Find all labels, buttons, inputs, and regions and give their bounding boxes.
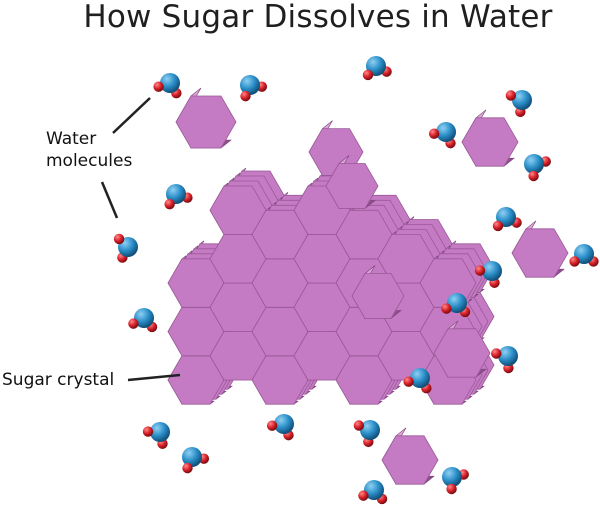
dissolved-sugar-molecule xyxy=(175,87,237,149)
hydrogen-atom xyxy=(491,348,502,359)
sugar-crystal-cell xyxy=(167,255,225,308)
hydrogen-atom xyxy=(142,426,154,437)
sugar-crystal-cell xyxy=(335,352,393,405)
water-molecule xyxy=(164,184,193,210)
label-leader-lines xyxy=(100,97,181,382)
water-molecule xyxy=(492,207,522,232)
hydrogen-atom xyxy=(569,256,580,267)
hydrogen-atom xyxy=(474,265,486,276)
hydrogen-atom xyxy=(153,81,164,92)
water-molecule xyxy=(524,154,551,182)
hydrogen-atom xyxy=(362,69,374,81)
hydrogen-atom xyxy=(358,490,369,501)
hydrogen-atom xyxy=(266,420,278,431)
water-molecule xyxy=(353,420,380,448)
hydrogen-atom xyxy=(492,220,504,232)
water-molecule xyxy=(441,293,471,318)
water-molecule xyxy=(474,261,502,288)
dissolved-sugar-molecule xyxy=(461,109,519,167)
oxygen-atom xyxy=(498,346,518,366)
hydrogen-atom xyxy=(113,233,125,245)
sugar-front-face xyxy=(511,228,569,278)
water-molecules-label: Water molecules xyxy=(46,128,132,172)
hydrogen-atom xyxy=(446,483,457,495)
oxygen-atom xyxy=(410,368,430,388)
sugar-front-face xyxy=(325,163,379,209)
oxygen-atom xyxy=(360,420,380,440)
water-molecule xyxy=(358,480,388,505)
oxygen-atom xyxy=(182,447,202,467)
water-molecule xyxy=(442,467,469,495)
dissolved-sugar-molecule xyxy=(325,155,379,209)
sugar-crystal-cell xyxy=(167,304,225,357)
sugar-front-face xyxy=(461,117,519,167)
oxygen-atom xyxy=(240,75,260,95)
oxygen-atom xyxy=(166,184,186,204)
sugar-crystal-edge-cell xyxy=(351,265,405,319)
sugar-crystal-cell xyxy=(377,231,435,284)
water-molecule xyxy=(142,422,170,449)
water-label-leader-lower xyxy=(100,181,119,219)
hydrogen-atom xyxy=(128,318,139,329)
oxygen-atom xyxy=(150,422,170,442)
oxygen-atom xyxy=(160,73,180,93)
hydrogen-atom xyxy=(182,462,193,474)
hydrogen-atom xyxy=(528,170,539,182)
oxygen-atom xyxy=(482,261,502,281)
water-label-line-1: Water xyxy=(46,129,97,149)
sugar-crystal-cell xyxy=(251,304,309,357)
hydrogen-atom xyxy=(505,90,517,101)
water-molecule xyxy=(491,346,518,374)
hydrogen-atom xyxy=(353,420,365,431)
water-molecule xyxy=(240,75,268,102)
sugar-front-face xyxy=(433,328,491,378)
diagram-title: How Sugar Dissolves in Water xyxy=(83,0,553,35)
sugar-front-face xyxy=(381,435,439,485)
oxygen-atom xyxy=(442,467,462,487)
sugar-crystal-cell xyxy=(293,328,351,381)
sugar-crystal-cell xyxy=(251,207,309,260)
sugar-crystal-cell xyxy=(209,231,267,284)
water-molecule xyxy=(153,73,182,99)
oxygen-atom xyxy=(447,293,467,313)
water-molecule xyxy=(182,447,210,474)
water-molecule xyxy=(128,308,158,333)
dissolved-sugar-group xyxy=(175,87,569,485)
water-label-line-2: molecules xyxy=(46,151,133,171)
dissolved-sugar-molecule xyxy=(511,220,569,278)
sugar-label-leader xyxy=(127,373,181,382)
hydrogen-atom xyxy=(403,376,414,387)
sugar-crystal xyxy=(167,167,495,405)
water-label-leader-upper xyxy=(112,97,151,134)
water-molecule xyxy=(362,56,392,81)
sugar-crystal-cell xyxy=(251,255,309,308)
oxygen-atom xyxy=(436,122,456,142)
water-molecule xyxy=(428,122,456,149)
hydrogen-atom xyxy=(240,90,251,102)
water-molecules-group xyxy=(113,56,599,505)
water-molecule xyxy=(113,233,138,263)
water-molecule xyxy=(266,414,294,441)
sugar-front-face xyxy=(175,95,237,149)
hydrogen-atom xyxy=(441,303,452,314)
oxygen-atom xyxy=(364,480,384,500)
water-molecule xyxy=(569,244,599,267)
oxygen-atom xyxy=(274,414,294,434)
dissolved-sugar-molecule xyxy=(381,427,439,485)
water-molecule xyxy=(403,368,432,394)
sugar-front-face xyxy=(351,273,405,319)
sugar-crystal-label: Sugar crystal xyxy=(2,370,115,390)
sugar-crystal-cell xyxy=(209,279,267,332)
water-molecule xyxy=(505,90,532,118)
oxygen-atom xyxy=(512,90,532,110)
dissolved-sugar-molecule xyxy=(433,320,491,378)
oxygen-atom xyxy=(134,308,154,328)
hydrogen-atom xyxy=(428,128,440,139)
hydrogen-atom xyxy=(164,198,175,210)
oxygen-atom xyxy=(524,154,544,174)
